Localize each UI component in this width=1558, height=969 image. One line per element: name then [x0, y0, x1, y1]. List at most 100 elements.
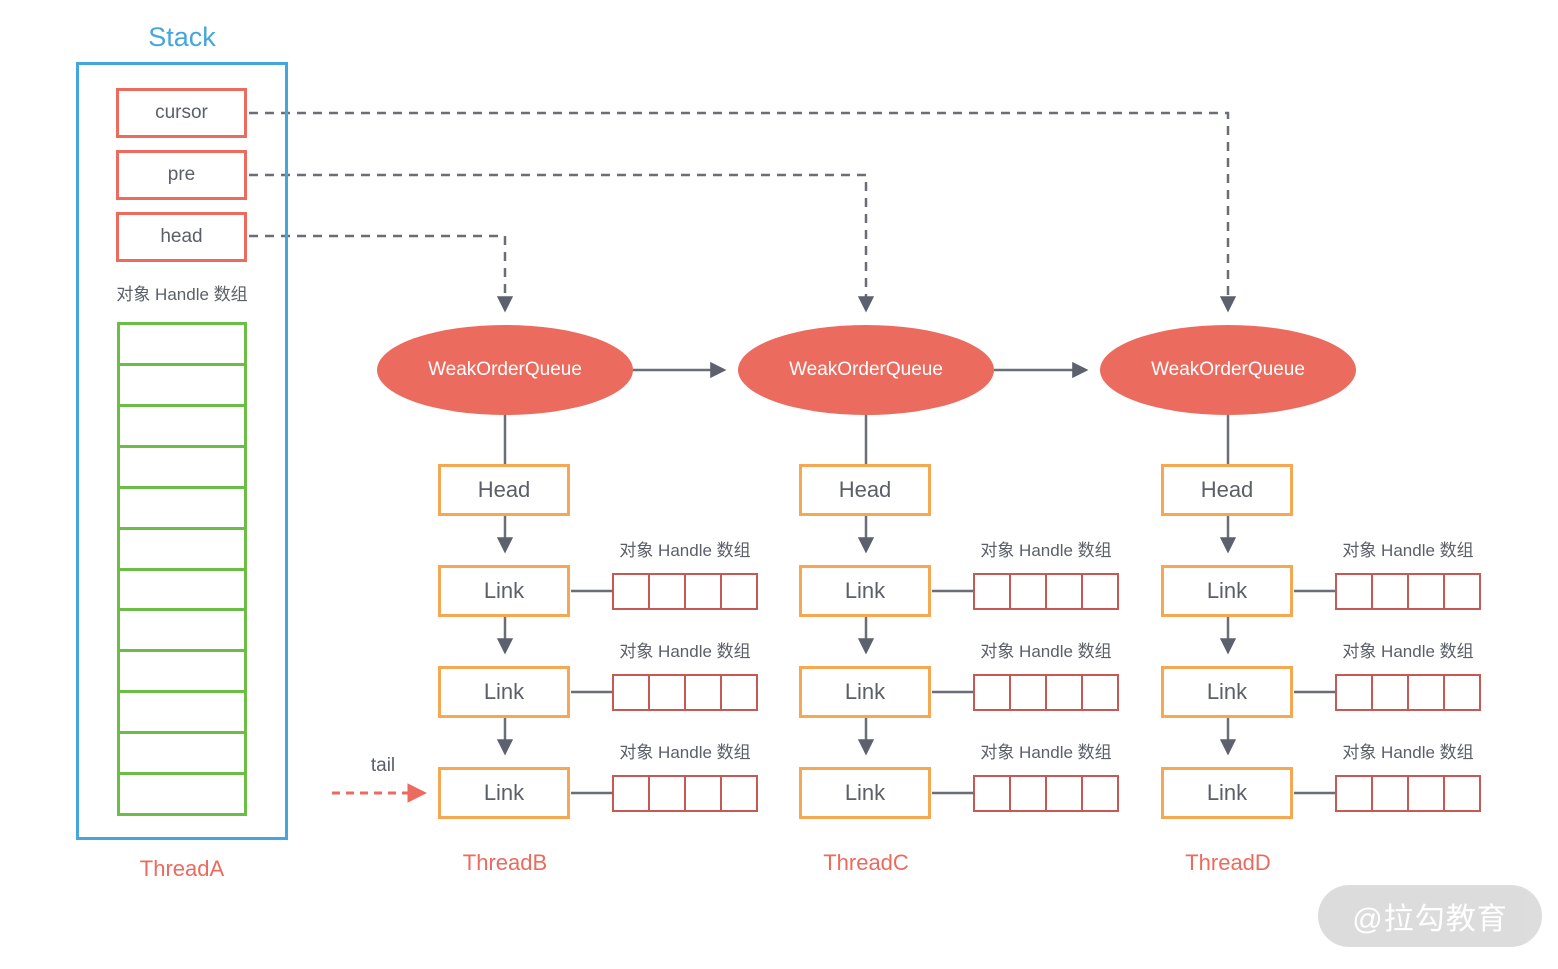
handle-cell: [648, 573, 686, 610]
handle-cell: [1045, 775, 1083, 812]
link-box: Link: [438, 666, 570, 718]
handle-array: [973, 775, 1119, 812]
weakorderqueue-ellipse: WeakOrderQueue: [738, 325, 994, 415]
handle-cell: [1009, 573, 1047, 610]
weakorderqueue-ellipse: WeakOrderQueue: [377, 325, 633, 415]
thread-b-label: ThreadB: [462, 850, 548, 875]
handle-cell: [1045, 573, 1083, 610]
handle-cell: [684, 573, 722, 610]
head-box: Head: [1161, 464, 1293, 516]
link-box: Link: [438, 767, 570, 819]
thread-column-d: WeakOrderQueue Head Link Link Link 对象 Ha…: [1100, 0, 1481, 969]
handle-array-label: 对象 Handle 数组: [619, 642, 751, 661]
link-box: Link: [799, 767, 931, 819]
handle-cell: [1045, 674, 1083, 711]
link-label: Link: [483, 679, 525, 704]
handle-array: [612, 775, 758, 812]
stack-cell: [117, 322, 247, 366]
link-box: Link: [1161, 767, 1293, 819]
handle-array-label: 对象 Handle 数组: [980, 743, 1112, 762]
handle-cell: [720, 775, 758, 812]
stack-title: Stack: [148, 22, 216, 52]
stack-pointer-routes: [249, 111, 1237, 313]
link-box: Link: [1161, 666, 1293, 718]
link-box: Link: [1161, 565, 1293, 617]
handle-cell: [1443, 573, 1481, 610]
handle-cell: [1407, 674, 1445, 711]
handle-cell: [612, 775, 650, 812]
handle-cell: [1443, 775, 1481, 812]
pointer-label-pre: pre: [167, 164, 196, 185]
pre-route-line: [249, 173, 875, 313]
pointer-label-cursor: cursor: [155, 102, 208, 123]
handle-array: [1335, 674, 1481, 711]
link-box: Link: [438, 565, 570, 617]
handle-cell: [612, 674, 650, 711]
handle-array-label: 对象 Handle 数组: [980, 541, 1112, 560]
stack-cell: [117, 485, 247, 530]
stack-cell: [117, 731, 247, 776]
handle-array-label: 对象 Handle 数组: [980, 642, 1112, 661]
handle-cell: [1407, 573, 1445, 610]
stack-cell: [117, 403, 247, 448]
handle-cell: [1335, 674, 1373, 711]
handle-cell: [684, 674, 722, 711]
thread-column-b: WeakOrderQueue Head Link Link Link 对象 Ha…: [377, 0, 758, 969]
head-label: Head: [1200, 477, 1254, 502]
handle-cell: [1407, 775, 1445, 812]
link-label: Link: [483, 780, 525, 805]
stack-handle-array: [117, 322, 247, 817]
handle-array-label: 对象 Handle 数组: [619, 541, 751, 560]
link-label: Link: [844, 780, 886, 805]
link-label: Link: [844, 578, 886, 603]
link-label: Link: [483, 578, 525, 603]
handle-cell: [1009, 674, 1047, 711]
handle-array-label: 对象 Handle 数组: [1342, 642, 1474, 661]
handle-array: [612, 573, 758, 610]
handle-cell: [684, 775, 722, 812]
link-box: Link: [799, 565, 931, 617]
watermark-badge: @拉勾教育: [1318, 885, 1542, 947]
handle-cell: [612, 573, 650, 610]
handle-array: [973, 573, 1119, 610]
handle-cell: [1335, 573, 1373, 610]
stack-cell: [117, 526, 247, 571]
handle-cell: [648, 775, 686, 812]
thread-a-label: ThreadA: [139, 856, 225, 881]
stack-array-label: 对象 Handle 数组: [116, 285, 248, 304]
pointer-box-cursor: cursor: [116, 88, 247, 138]
stack-cell: [117, 362, 247, 407]
link-label: Link: [1206, 679, 1248, 704]
handle-array: [612, 674, 758, 711]
stack-cell: [117, 444, 247, 489]
handle-cell: [1009, 775, 1047, 812]
thread-column-c: WeakOrderQueue Head Link Link Link 对象 Ha…: [738, 0, 1119, 969]
handle-cell: [1443, 674, 1481, 711]
stack-cell: [117, 608, 247, 653]
handle-cell: [1371, 674, 1409, 711]
link-label: Link: [1206, 578, 1248, 603]
handle-array: [1335, 775, 1481, 812]
stack-cell: [117, 772, 247, 817]
stack-cell: [117, 567, 247, 612]
tail-label: tail: [370, 755, 396, 776]
pointer-box-pre: pre: [116, 150, 247, 200]
link-box: Link: [799, 666, 931, 718]
weakorderqueue-ellipse: WeakOrderQueue: [1100, 325, 1356, 415]
solid-connectors: [496, 361, 1335, 795]
handle-cell: [720, 674, 758, 711]
handle-array-label: 对象 Handle 数组: [619, 743, 751, 762]
handle-cell: [720, 573, 758, 610]
cursor-route-line: [249, 111, 1237, 313]
stack-cell: [117, 649, 247, 694]
handle-cell: [1371, 573, 1409, 610]
handle-cell: [973, 775, 1011, 812]
handle-cell: [1371, 775, 1409, 812]
handle-array: [1335, 573, 1481, 610]
handle-cell: [1335, 775, 1373, 812]
thread-c-label: ThreadC: [823, 850, 909, 875]
handle-cell: [973, 573, 1011, 610]
thread-d-label: ThreadD: [1185, 850, 1271, 875]
